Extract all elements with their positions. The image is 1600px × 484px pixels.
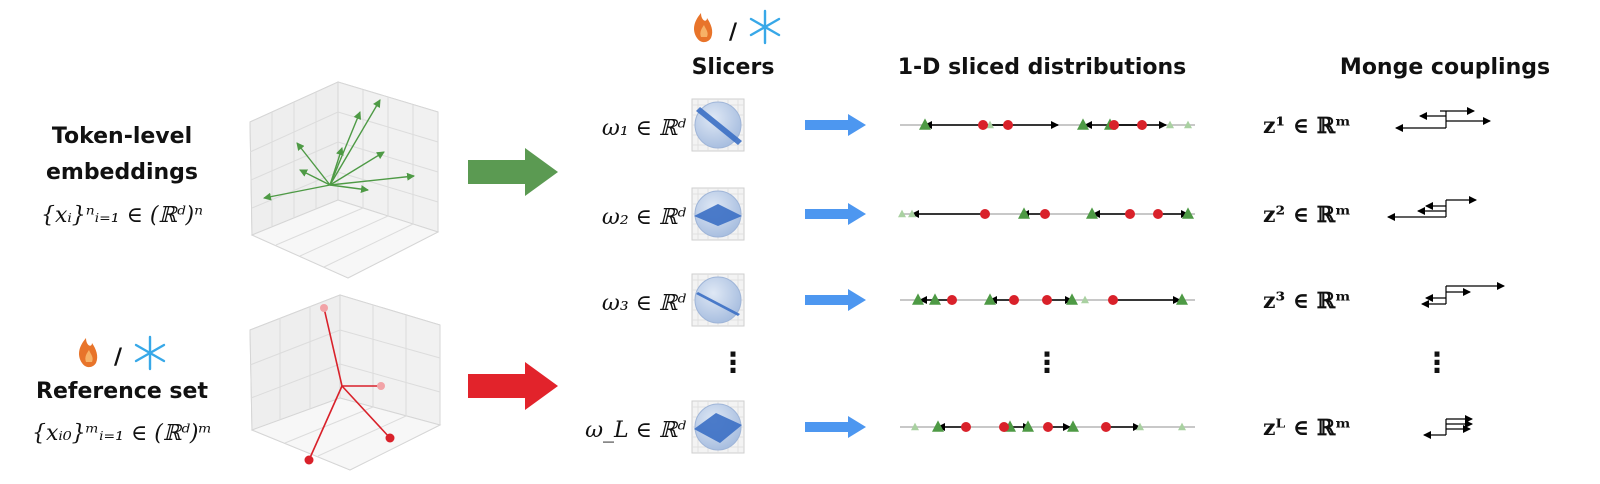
- slicer-row: ω_L ∈ ℝᵈ zᴸ ∈ ℝᵐ: [585, 400, 1473, 454]
- reference-title: Reference set: [36, 379, 208, 404]
- header-monge: Monge couplings: [1340, 55, 1550, 80]
- red-arrow: [468, 362, 558, 410]
- header-snowflake-icon: [749, 9, 781, 45]
- slicer-row: ω₁ ∈ ℝᵈ z¹ ∈ ℝᵐ: [602, 98, 1491, 152]
- reference-3d-plot: [249, 294, 442, 471]
- slicer-row: ω₂ ∈ ℝᵈ z² ∈ ℝᵐ: [602, 187, 1477, 241]
- sliced-distribution: [900, 118, 1195, 130]
- token-formula: {xᵢ}ⁿᵢ₌₁ ∈ (ℝᵈ)ⁿ: [41, 203, 203, 228]
- sliced-distribution: [900, 293, 1195, 305]
- sliced-distribution: [898, 207, 1195, 219]
- coupling-label: z¹ ∈ ℝᵐ: [1263, 113, 1351, 139]
- blue-arrow: [805, 203, 866, 225]
- monge-coupling-arrows: [1423, 415, 1473, 439]
- blue-arrow: [805, 114, 866, 136]
- slash-1: /: [114, 345, 123, 370]
- token-title-line1: Token-level: [52, 124, 192, 149]
- header-sliced: 1-D sliced distributions: [898, 55, 1187, 80]
- snowflake-icon: [134, 335, 166, 371]
- slicer-label: ω₂ ∈ ℝᵈ: [602, 205, 686, 230]
- ellipsis-sliced: ⋮: [1033, 346, 1061, 379]
- monge-coupling-arrows: [1395, 107, 1491, 132]
- slash-2: /: [729, 20, 738, 45]
- blue-arrow: [805, 289, 866, 311]
- coupling-label: zᴸ ∈ ℝᵐ: [1263, 415, 1351, 441]
- monge-coupling-arrows: [1387, 196, 1477, 221]
- header-fire-icon: [694, 13, 713, 43]
- coupling-label: z³ ∈ ℝᵐ: [1263, 288, 1351, 314]
- monge-coupling-arrows: [1421, 282, 1505, 308]
- green-arrow: [468, 148, 558, 196]
- fire-icon: [79, 338, 98, 368]
- token-title-line2: embeddings: [46, 160, 198, 185]
- slicer-sphere-plane: [691, 400, 745, 454]
- coupling-label: z² ∈ ℝᵐ: [1263, 202, 1351, 228]
- sliced-distribution: [900, 420, 1195, 432]
- slicer-label: ω₃ ∈ ℝᵈ: [602, 291, 686, 316]
- slicer-rows: ω₁ ∈ ℝᵈ z¹ ∈ ℝᵐ ω₂ ∈ ℝᵈ z² ∈ ℝᵐ ω₃ ∈ ℝᵈ z³ ∈ …: [585, 98, 1505, 454]
- slicer-sphere-plane: [691, 187, 745, 241]
- header-slicers: Slicers: [692, 55, 775, 80]
- ellipsis-monge: ⋮: [1423, 346, 1451, 379]
- slicer-label: ω_L ∈ ℝᵈ: [585, 418, 686, 443]
- ellipsis-slicers: ⋮: [719, 346, 747, 379]
- reference-formula: {xᵢ₀}ᵐᵢ₌₁ ∈ (ℝᵈ)ᵐ: [32, 421, 212, 446]
- slicer-sphere-plane: [691, 98, 745, 152]
- token-3d-plot: [249, 81, 440, 279]
- blue-arrow: [805, 416, 866, 438]
- slicer-row: ω₃ ∈ ℝᵈ z³ ∈ ℝᵐ: [602, 273, 1505, 327]
- slicer-sphere-plane: [691, 273, 745, 327]
- slicer-label: ω₁ ∈ ℝᵈ: [602, 116, 686, 141]
